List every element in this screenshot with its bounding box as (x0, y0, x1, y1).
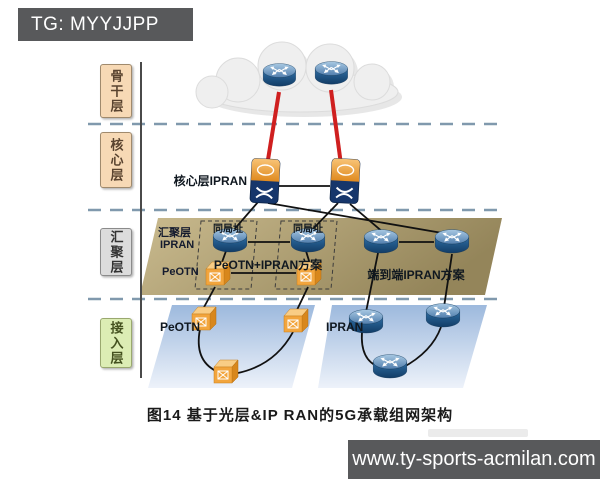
agg-peotn-label: PeOTN (162, 266, 199, 278)
agg-region-label-line2: IPRAN (160, 239, 195, 251)
scheme-label-peotn-ipran: PeOTN+IPRAN方案 (213, 258, 323, 272)
layer-label-access: 接入层 (100, 318, 132, 368)
layer-divider-lines (88, 122, 503, 301)
agg-router-4-icon (434, 229, 470, 254)
access-plane-peotn (148, 305, 315, 388)
layer-label-backbone: 骨干层 (100, 64, 132, 118)
watermark-top-left: TG: MYYJJPP (18, 8, 193, 41)
access-router-2-icon (425, 303, 461, 328)
layer-label-aggregation: 汇聚层 (100, 228, 132, 276)
backbone-cloud (195, 41, 402, 117)
access-peotn-label: PeOTN (160, 320, 201, 334)
connection-lines (197, 185, 453, 374)
same-site-label-left: 同局址 (213, 224, 243, 235)
backbone-router-1-icon (262, 63, 297, 87)
backbone-router-2-icon (314, 61, 349, 85)
core-ipran-device-1-icon (248, 157, 282, 205)
agg-region-label-line1: 汇聚层 (158, 227, 191, 239)
watermark-bottom-right: www.ty-sports-acmilan.com (348, 440, 600, 479)
core-ipran-label: 核心层IPRAN (173, 174, 247, 188)
access-otn-cube-c-icon (213, 359, 239, 384)
figure-caption: 图14 基于光层&IP RAN的5G承载组网架构 (146, 407, 454, 424)
faint-watermark (428, 429, 528, 437)
agg-router-3-icon (363, 229, 399, 254)
access-router-3-icon (372, 354, 408, 379)
core-ipran-device-2-icon (328, 157, 362, 205)
same-site-box-left (194, 220, 258, 290)
access-ipran-label: IPRAN (326, 320, 364, 334)
access-otn-cube-b-icon (283, 308, 309, 333)
scheme-label-e2e-ipran: 端到端IPRAN方案 (367, 268, 465, 282)
layer-label-core: 核心层 (100, 132, 132, 188)
same-site-label-right: 同局址 (293, 224, 323, 235)
same-site-box-right (274, 220, 338, 290)
